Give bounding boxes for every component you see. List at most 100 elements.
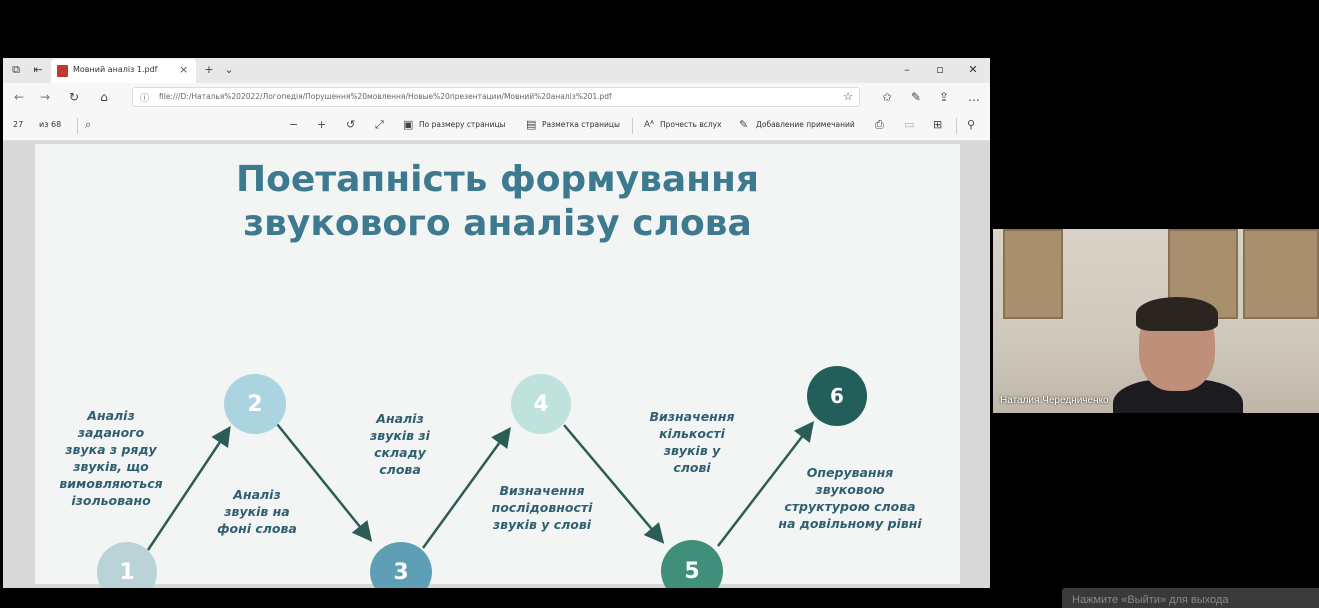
maximize-icon[interactable]: ▫	[936, 63, 944, 76]
step-circle-4: 4	[511, 374, 571, 434]
tab-actions-icon[interactable]: ⧉	[12, 63, 20, 76]
pdf-toolbar: 27 из 68 ⌕ − + ↺ ⤢ ▣ По размеру страницы…	[3, 111, 990, 141]
slide-title-line2: звукового аналізу слова	[243, 203, 752, 244]
step-circle-1: 1	[97, 542, 157, 588]
fit-page-button[interactable]: По размеру страницы	[419, 120, 506, 129]
step-circle-3: 3	[370, 542, 432, 588]
page-layout-button[interactable]: Разметка страницы	[542, 120, 620, 129]
arrow-2-3	[276, 423, 373, 542]
url-text: file:///D:/Наталья%202022/Логопедія/Пору…	[159, 92, 612, 101]
close-icon[interactable]: ×	[179, 63, 189, 76]
share-icon[interactable]: ⇪	[938, 90, 950, 104]
exit-notice: Нажмите «Выйти» для выхода	[1062, 588, 1319, 608]
chevron-down-icon[interactable]: ⌄	[224, 63, 234, 76]
step-text-6: Оперування звуковою структурою слова на …	[769, 464, 931, 532]
step-text-4: Визначення послідовності звуків у слові	[482, 482, 602, 533]
back-tab-icon[interactable]: ⇤	[33, 63, 43, 76]
participant-video[interactable]: Наталия Чередниченко	[993, 229, 1319, 413]
step-text-line: звуків у слові	[492, 517, 592, 532]
tab-title: Мовний аналіз 1.pdf	[73, 65, 158, 74]
step-circle-5: 5	[661, 540, 723, 588]
step-text-line: заданого	[77, 425, 145, 440]
info-icon[interactable]: ⓘ	[140, 94, 150, 104]
step-text-2: Аналіз звуків на фоні слова	[207, 486, 307, 537]
fullscreen-icon[interactable]: ⤢	[375, 118, 384, 131]
step-text-line: звуків на	[224, 504, 290, 519]
pen-icon[interactable]: ✎	[910, 90, 922, 104]
page-total: из 68	[39, 120, 62, 129]
fit-page-icon[interactable]: ▣	[403, 118, 414, 131]
step-text-line: складу	[374, 445, 426, 460]
step-text-line: фоні слова	[217, 521, 297, 536]
arrow-1-2	[146, 425, 231, 551]
read-aloud-button[interactable]: Прочесть вслух	[660, 120, 722, 129]
step-text-line: Аналіз	[233, 487, 281, 502]
save-icon[interactable]: ▭	[904, 118, 915, 131]
favorites-icon[interactable]: ✩	[881, 90, 893, 104]
pdf-file-icon	[57, 65, 68, 77]
arrow-4-5	[563, 424, 665, 544]
read-aloud-icon[interactable]: Aᴬ	[644, 120, 655, 130]
new-tab-icon[interactable]: +	[204, 63, 214, 76]
arrow-3-4	[421, 426, 511, 549]
zoom-in-icon[interactable]: +	[317, 118, 327, 131]
save-as-icon[interactable]: ⊞	[933, 118, 943, 131]
step-text-line: Оперування	[806, 465, 894, 480]
divider	[77, 118, 78, 134]
step-text-line: кількості	[659, 426, 725, 441]
step-number: 2	[247, 391, 263, 417]
favorite-star-icon[interactable]: ☆	[843, 90, 853, 103]
pin-icon[interactable]: ⚲	[967, 118, 976, 131]
browser-window: ⧉ ⇤ Мовний аналіз 1.pdf × + ⌄ – ▫ ✕ ← → …	[3, 58, 990, 588]
step-text-line: Аналіз	[87, 408, 135, 423]
step-text-line: структурою слова	[784, 499, 916, 514]
step-circle-2: 2	[224, 374, 286, 434]
home-icon[interactable]: ⌂	[100, 90, 108, 104]
step-text-line: вимовляються	[59, 476, 163, 491]
step-text-1: Аналіз заданого звука з ряду звуків, що …	[51, 407, 171, 509]
annotate-icon[interactable]: ✎	[739, 118, 749, 131]
rotate-icon[interactable]: ↺	[346, 118, 356, 131]
refresh-icon[interactable]: ↻	[68, 90, 80, 104]
minimize-icon[interactable]: –	[904, 63, 910, 76]
back-arrow-icon[interactable]: ←	[13, 90, 25, 104]
window-close-icon[interactable]: ✕	[968, 63, 978, 76]
step-text-line: звуків зі	[370, 428, 430, 443]
step-text-line: звука з ряду	[65, 442, 157, 457]
step-text-line: слові	[673, 460, 711, 475]
divider	[956, 118, 957, 134]
slide-title: Поетапність формування звукового аналізу…	[35, 158, 960, 246]
print-icon[interactable]: ⎙	[875, 118, 884, 131]
tab-pdf[interactable]: Мовний аналіз 1.pdf ×	[51, 59, 196, 83]
step-text-3: Аналіз звуків зі складу слова	[355, 410, 445, 478]
participant-name: Наталия Чередниченко	[1000, 395, 1109, 406]
step-text-line: ізольовано	[71, 493, 151, 508]
step-text-line: послідовності	[491, 500, 593, 515]
exit-notice-text: Нажмите «Выйти» для выхода	[1072, 594, 1229, 606]
step-text-5: Визначення кількості звуків у слові	[632, 408, 752, 476]
address-input[interactable]: ⓘ file:///D:/Наталья%202022/Логопедія/По…	[132, 87, 860, 107]
video-person-hair	[1136, 297, 1218, 331]
step-number: 6	[830, 384, 844, 408]
tab-bar: ⧉ ⇤ Мовний аналіз 1.pdf × + ⌄ – ▫ ✕	[3, 58, 990, 83]
more-icon[interactable]: …	[968, 90, 980, 104]
address-bar-row: ← → ↻ ⌂ ⓘ file:///D:/Наталья%202022/Лого…	[3, 83, 990, 111]
step-text-line: Аналіз	[376, 411, 424, 426]
zoom-out-icon[interactable]: −	[289, 118, 299, 131]
step-text-line: звуків у	[663, 443, 721, 458]
slide-title-line1: Поетапність формування	[235, 159, 760, 200]
page-layout-icon[interactable]: ▤	[526, 118, 537, 131]
forward-arrow-icon[interactable]: →	[39, 90, 51, 104]
page-number-input[interactable]: 27	[13, 120, 24, 129]
video-cabinet	[1003, 229, 1063, 319]
step-text-line: Визначення	[499, 483, 585, 498]
step-circle-6: 6	[807, 366, 867, 426]
search-icon[interactable]: ⌕	[85, 118, 92, 131]
step-text-line: слова	[379, 462, 421, 477]
pdf-page: Поетапність формування звукового аналізу…	[35, 144, 960, 588]
video-cabinet	[1243, 229, 1319, 319]
step-number: 4	[533, 391, 549, 417]
divider	[632, 118, 633, 134]
annotate-button[interactable]: Добавление примечаний	[756, 120, 855, 129]
